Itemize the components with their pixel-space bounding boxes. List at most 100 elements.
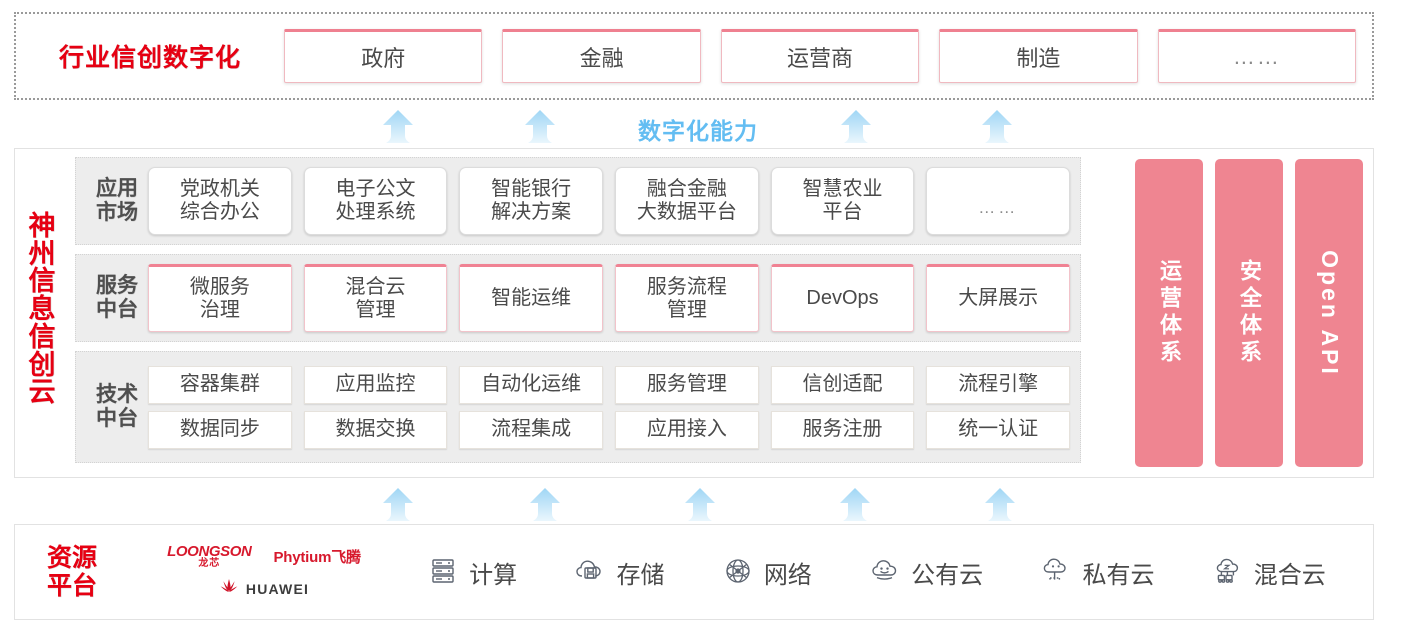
tech-card-process-integration[interactable]: 流程集成 — [459, 410, 604, 449]
svc-card-microservice-governance[interactable]: 微服务 治理 — [148, 264, 292, 332]
resource-item-label-private-cloud: 私有云 — [1082, 561, 1155, 589]
layer-label-technical-platform: 技术 中台 — [86, 383, 148, 430]
industry-card-list: 政府 金融 运营商 制造 …… — [284, 29, 1372, 83]
industry-card-finance[interactable]: 金融 — [502, 29, 701, 83]
resource-item-network[interactable]: 网络 — [723, 555, 812, 590]
private-cloud-icon — [1041, 556, 1073, 588]
industry-band: 行业信创数字化 政府 金融 运营商 制造 …… — [14, 12, 1374, 100]
tech-card-container-cluster[interactable]: 容器集群 — [148, 365, 292, 404]
tech-card-service-registry[interactable]: 服务注册 — [770, 410, 915, 449]
svc-card-service-process-management[interactable]: 服务流程 管理 — [615, 264, 759, 332]
resource-item-compute[interactable]: 计算 — [428, 555, 517, 590]
resource-title-line2: 平台 — [46, 572, 97, 600]
service-platform-card-list: 微服务 治理 混合云 管理 智能运维 服务流程 管理 DevOps 大屏展示 — [148, 264, 1071, 332]
pillar-label-operation-system: 运营体系 — [1157, 259, 1182, 367]
layer-application-market: 应用 市场 党政机关 综合办公 电子公文 处理系统 智能银行 解决方案 融合金融… — [75, 157, 1081, 245]
svc-card-devops[interactable]: DevOps — [770, 264, 915, 332]
resource-item-public-cloud[interactable]: 公有云 — [870, 555, 983, 590]
pillar-label-security-system: 安全体系 — [1237, 259, 1262, 367]
public-cloud-icon — [870, 556, 902, 588]
cloud-title-char-4: 息 — [28, 294, 56, 325]
cloud-title-char-1: 神 — [28, 210, 56, 241]
industry-card-manufacturing[interactable]: 制造 — [939, 29, 1138, 83]
vendor-logo-group: LOONGSON 龙芯 Phytium飞腾 — [129, 544, 399, 601]
layer-service-platform: 服务 中台 微服务 治理 混合云 管理 智能运维 服务流程 管理 DevOps … — [75, 254, 1081, 342]
resource-arrow-3 — [682, 488, 718, 522]
layer-label-line2: 中台 — [96, 407, 138, 430]
tech-card-application-access[interactable]: 应用接入 — [615, 410, 759, 449]
pillar-operation-system[interactable]: 运营体系 — [1135, 159, 1203, 467]
pillar-label-open-api: Open API — [1316, 249, 1343, 377]
industry-card-more[interactable]: …… — [1157, 29, 1357, 83]
resource-item-list: 计算 存储 — [399, 555, 1373, 590]
layer-technical-platform: 技术 中台 容器集群 应用监控 自动化运维 服务管理 信创适配 流程引擎 数据同… — [75, 351, 1081, 463]
huawei-flower-icon — [219, 578, 239, 601]
industry-card-government[interactable]: 政府 — [284, 29, 483, 83]
layer-label-service-platform: 服务 中台 — [86, 274, 148, 321]
app-card-government-office[interactable]: 党政机关 综合办公 — [148, 167, 292, 235]
layer-label-line2: 市场 — [96, 201, 138, 224]
capability-arrow-1 — [380, 110, 416, 144]
resource-panel: 资源 平台 LOONGSON 龙芯 Phytium飞腾 — [14, 524, 1374, 620]
technical-platform-card-grid: 容器集群 应用监控 自动化运维 服务管理 信创适配 流程引擎 数据同步 数据交换… — [148, 365, 1071, 449]
huawei-logo: HUAWEI — [219, 578, 309, 601]
tech-card-data-sync[interactable]: 数据同步 — [148, 410, 292, 449]
svc-card-hybrid-cloud-management[interactable]: 混合云 管理 — [303, 264, 448, 332]
cloud-panel-title: 神 州 信 息 信 创 云 — [15, 149, 69, 477]
svc-card-intelligent-ops[interactable]: 智能运维 — [459, 264, 604, 332]
cloud-title-char-7: 云 — [28, 377, 56, 408]
layer-label-line1: 技术 — [96, 383, 138, 407]
tech-card-application-monitoring[interactable]: 应用监控 — [303, 365, 448, 404]
app-card-e-document-system[interactable]: 电子公文 处理系统 — [303, 167, 448, 235]
capability-arrow-3 — [838, 110, 874, 144]
cloud-panel: 神 州 信 息 信 创 云 应用 市场 党政机关 综合办公 电子公文 处理系统 … — [14, 148, 1374, 478]
layer-label-line1: 服务 — [96, 274, 138, 298]
resource-arrow-4 — [837, 488, 873, 522]
cloud-title-char-3: 信 — [28, 266, 56, 297]
tech-card-service-management[interactable]: 服务管理 — [615, 365, 759, 404]
app-card-smart-bank-solution[interactable]: 智能银行 解决方案 — [459, 167, 604, 235]
app-card-more[interactable]: …… — [926, 167, 1071, 235]
phytium-logo: Phytium飞腾 — [273, 548, 361, 566]
pillar-security-system[interactable]: 安全体系 — [1215, 159, 1283, 467]
capability-arrow-4 — [979, 110, 1015, 144]
industry-band-title: 行业信创数字化 — [58, 44, 241, 72]
loongson-logo: LOONGSON 龙芯 — [167, 542, 252, 569]
pillar-open-api[interactable]: Open API — [1295, 159, 1363, 467]
app-card-smart-agriculture-platform[interactable]: 智慧农业 平台 — [770, 167, 915, 235]
application-market-card-list: 党政机关 综合办公 电子公文 处理系统 智能银行 解决方案 融合金融 大数据平台… — [148, 167, 1071, 235]
capability-label: 数字化能力 — [638, 118, 758, 144]
app-card-finance-bigdata-platform[interactable]: 融合金融 大数据平台 — [615, 167, 759, 235]
resource-arrow-1 — [380, 488, 416, 522]
huawei-logo-text: HUAWEI — [245, 581, 310, 597]
server-rack-icon — [428, 556, 460, 588]
loongson-logo-subtext: 龙芯 — [198, 557, 221, 569]
layer-label-line1: 应用 — [96, 177, 138, 201]
pillar-group: 运营体系 安全体系 Open API — [1135, 159, 1363, 467]
technical-platform-row-2: 数据同步 数据交换 流程集成 应用接入 服务注册 统一认证 — [148, 410, 1071, 449]
tech-card-automated-ops[interactable]: 自动化运维 — [459, 365, 604, 404]
tech-card-data-exchange[interactable]: 数据交换 — [303, 410, 448, 449]
vendor-logo-row-1: LOONGSON 龙芯 Phytium飞腾 — [167, 544, 361, 569]
cloud-title-char-5: 信 — [28, 321, 56, 352]
resource-item-label-compute: 计算 — [469, 561, 518, 589]
layer-label-application-market: 应用 市场 — [86, 177, 148, 224]
resource-panel-title: 资源 平台 — [15, 544, 129, 601]
tech-card-xinchuang-adaptation[interactable]: 信创适配 — [770, 365, 915, 404]
resource-item-hybrid-cloud[interactable]: 混合云 — [1213, 555, 1326, 590]
resource-item-private-cloud[interactable]: 私有云 — [1041, 555, 1154, 590]
svc-card-large-screen-display[interactable]: 大屏展示 — [926, 264, 1071, 332]
technical-platform-row-1: 容器集群 应用监控 自动化运维 服务管理 信创适配 流程引擎 — [148, 365, 1071, 404]
resource-item-label-public-cloud: 公有云 — [911, 561, 984, 589]
tech-card-process-engine[interactable]: 流程引擎 — [926, 365, 1071, 404]
vendor-logo-row-2: HUAWEI — [219, 578, 309, 601]
cloud-panel-body: 应用 市场 党政机关 综合办公 电子公文 处理系统 智能银行 解决方案 融合金融… — [69, 149, 1373, 477]
cloud-storage-icon — [575, 556, 607, 588]
network-mesh-icon — [723, 556, 755, 588]
resource-item-storage[interactable]: 存储 — [575, 555, 664, 590]
loongson-logo-text: LOONGSON — [167, 542, 252, 560]
industry-card-telecom[interactable]: 运营商 — [720, 29, 920, 83]
hybrid-cloud-icon — [1213, 556, 1245, 588]
tech-card-unified-authentication[interactable]: 统一认证 — [926, 410, 1071, 449]
capability-arrow-2 — [522, 110, 558, 144]
